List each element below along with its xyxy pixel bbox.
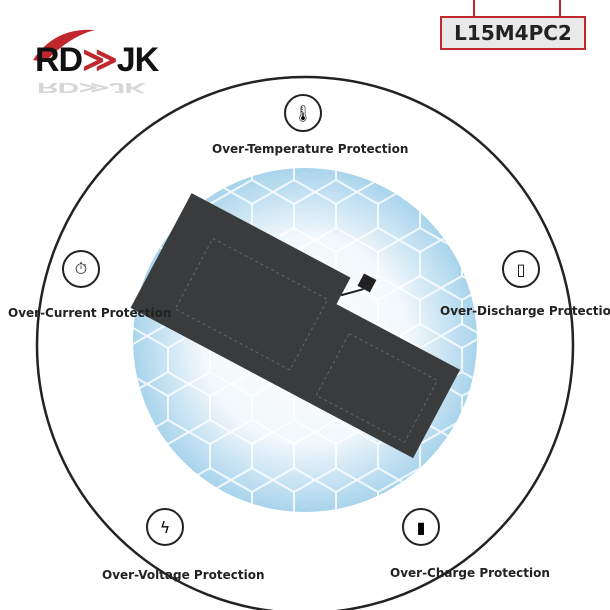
feature-label: Over-Current Protection xyxy=(8,306,172,320)
feature-label: Over-Discharge Protection xyxy=(440,304,610,318)
battery-image xyxy=(130,193,461,459)
meter-icon: ⏱ xyxy=(62,250,100,288)
model-badge: L15M4PC2 xyxy=(440,16,586,50)
feature-label: Over-Charge Protection xyxy=(390,566,550,580)
feature-label: Over-Voltage Protection xyxy=(102,568,265,582)
thermometer-icon: 🌡 xyxy=(284,94,322,132)
logo-swoosh xyxy=(33,29,95,62)
feature-label: Over-Temperature Protection xyxy=(212,142,409,156)
outer-ring xyxy=(35,75,575,610)
logo-text: RD≫JK xyxy=(35,41,159,79)
battery-charging-icon: ▮ xyxy=(402,508,440,546)
lightning-icon: ϟ xyxy=(146,508,184,546)
brand-logo: RD≫JK RD≫JK xyxy=(25,22,185,97)
battery-empty-icon: ▯ xyxy=(502,250,540,288)
